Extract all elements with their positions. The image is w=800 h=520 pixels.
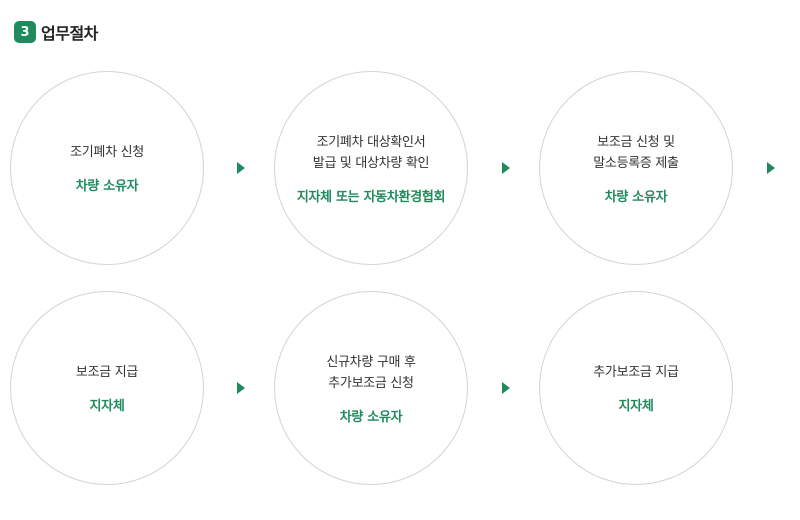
section-header: 3 업무절차: [14, 21, 98, 43]
step-description: 조기폐차 대상확인서 발급 및 대상차량 확인: [312, 134, 430, 171]
arrow-right-icon: [502, 162, 510, 174]
process-step-3: 보조금 신청 및 말소등록증 제출 차량 소유자: [539, 71, 733, 265]
step-actor: 차량 소유자: [339, 409, 403, 425]
process-step-2: 조기폐차 대상확인서 발급 및 대상차량 확인 지자체 또는 자동차환경협회: [274, 71, 468, 265]
step-actor: 차량 소유자: [75, 179, 139, 194]
arrow-right-icon: [502, 382, 510, 394]
process-step-1: 조기폐차 신청 차량 소유자: [10, 71, 204, 265]
arrow-right-icon: [767, 162, 775, 174]
step-description: 신규차량 구매 후 추가보조금 신청: [326, 354, 416, 391]
section-title: 업무절차: [41, 24, 98, 43]
step-description: 보조금 지급: [75, 365, 139, 380]
process-step-6: 추가보조금 지급 지자체: [539, 291, 733, 485]
step-description: 추가보조금 지급: [593, 365, 679, 380]
step-actor: 차량 소유자: [604, 189, 668, 205]
step-description: 조기폐차 신청: [70, 145, 144, 160]
arrow-right-icon: [237, 162, 245, 174]
step-actor: 지자체 또는 자동차환경협회: [296, 189, 446, 205]
step-description: 보조금 신청 및 말소등록증 제출: [593, 134, 679, 171]
arrow-right-icon: [237, 382, 245, 394]
step-actor: 지자체: [89, 399, 125, 414]
step-actor: 지자체: [618, 399, 654, 414]
process-step-4: 보조금 지급 지자체: [10, 291, 204, 485]
section-number-badge: 3: [14, 21, 36, 43]
process-step-5: 신규차량 구매 후 추가보조금 신청 차량 소유자: [274, 291, 468, 485]
